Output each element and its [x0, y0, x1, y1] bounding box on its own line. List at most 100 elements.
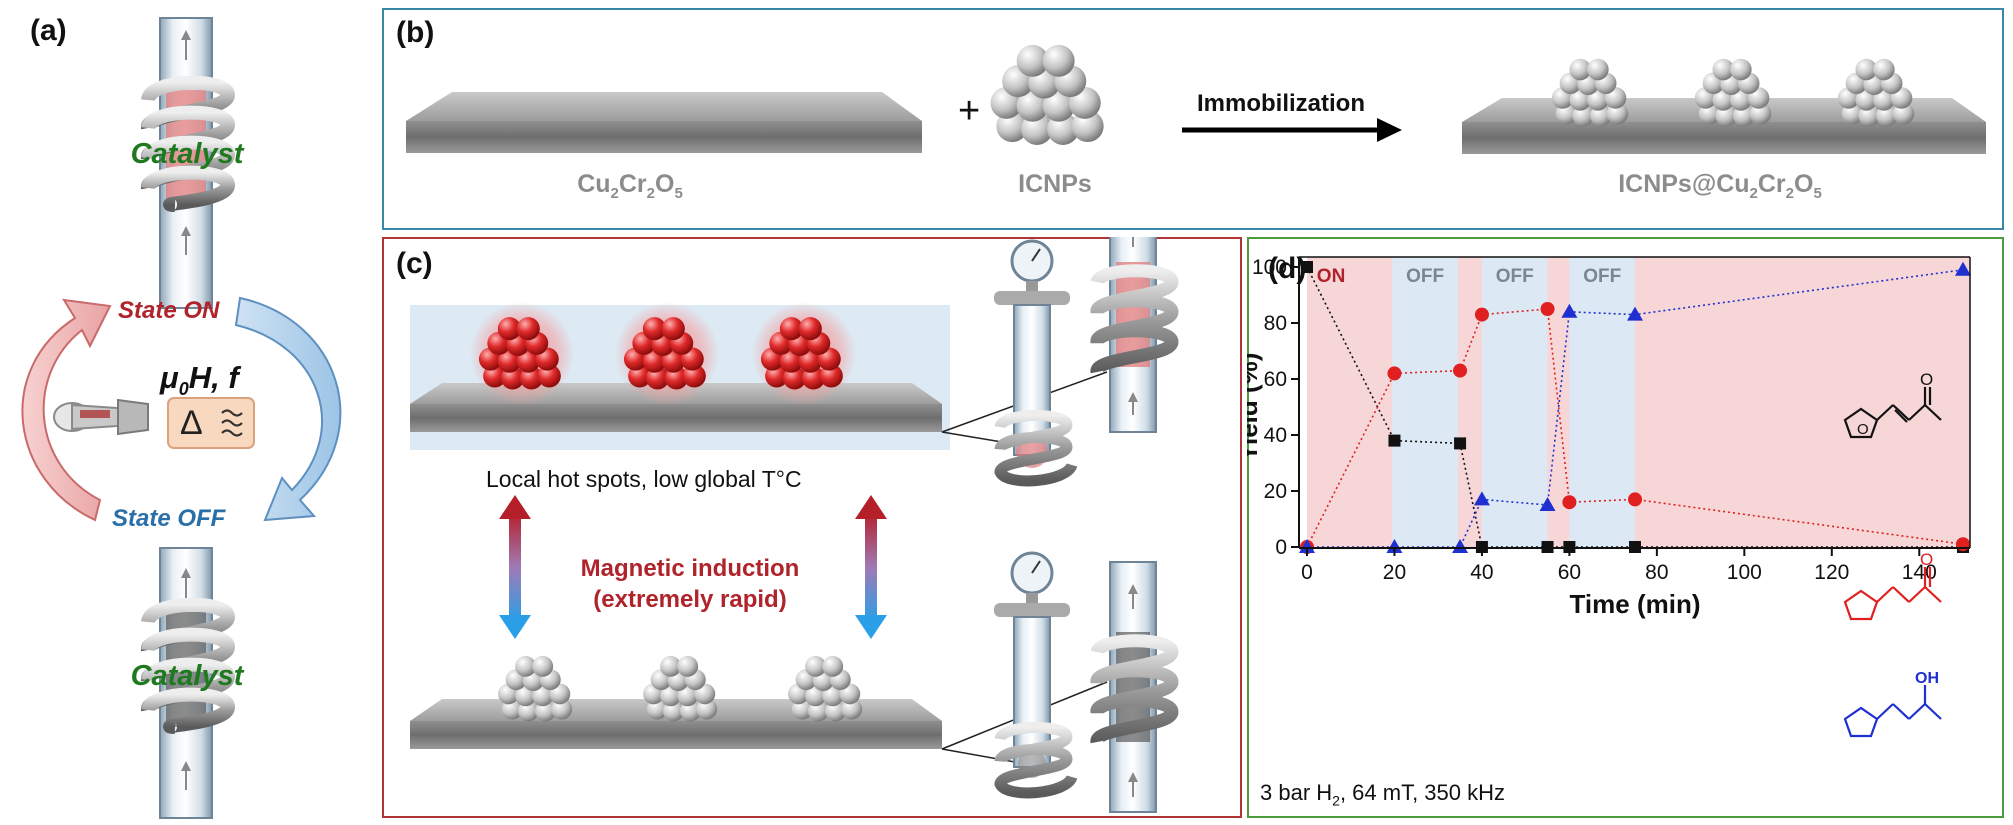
band-labels: ON OFF OFF OFF: [1317, 266, 1621, 287]
heat-wave-icon: [221, 409, 243, 437]
hot-nanoparticle-icon: [752, 302, 856, 406]
data-point-square: [1388, 434, 1401, 447]
data-point-circle: [1453, 363, 1468, 378]
reactor-closeup-cold-icon: [1090, 561, 1179, 813]
series-connectors: [1306, 266, 1964, 548]
data-point-triangle: [1299, 539, 1315, 553]
legend-molecule-alcohol: [1843, 685, 1942, 738]
icnps-label: ICNPs: [1018, 170, 1092, 198]
band-label-off: OFF: [1583, 266, 1621, 287]
data-point-circle: [1562, 495, 1577, 510]
reactor-gauge-icon: [994, 239, 1078, 487]
state-off-label: State OFF: [112, 505, 226, 532]
data-point-triangle: [1627, 306, 1643, 321]
reactor-closeup-hot-icon: [1090, 237, 1179, 433]
catalyst-label-top: Catalyst: [130, 138, 244, 170]
legend-molecule-alcohol-oh: OH: [1915, 670, 1939, 687]
data-point-circle: [1540, 302, 1555, 316]
field-label: μ0H, f: [160, 360, 239, 400]
panel-c-frame: [382, 237, 1242, 818]
switch-arrow-icon: [499, 495, 531, 639]
heater-box-icon: [167, 397, 255, 449]
data-point-triangle: [1473, 491, 1490, 506]
x-tick-label: 100: [1727, 561, 1762, 584]
heat-delta-symbol: Δ: [180, 404, 203, 442]
data-point-triangle: [1452, 539, 1469, 553]
panel-b-frame: [382, 8, 2004, 230]
legend-molecule-ketone: [1843, 567, 1942, 621]
state-on-label: State ON: [118, 297, 220, 324]
y-tick-label: 20: [1264, 480, 1287, 503]
y-axis-label: Yield (%): [1247, 353, 1263, 462]
data-point-circle: [1387, 366, 1402, 381]
conditions-caption: 3 bar H2, 64 mT, 350 kHz: [1260, 780, 1506, 809]
cold-slab-icon: [410, 655, 942, 749]
data-point-circle: [1628, 492, 1642, 507]
hot-spots-caption: Local hot spots, low global T°C: [486, 466, 802, 492]
catalyst-label-bottom: Catalyst: [130, 660, 244, 692]
panel-c-label: (c): [396, 247, 433, 280]
x-tick-label: 60: [1558, 561, 1581, 584]
panel-a-label: (a): [30, 14, 67, 47]
series-connector: [1307, 269, 1964, 548]
series-connector: [1306, 266, 1963, 548]
band-label-on: ON: [1317, 266, 1346, 287]
switch-arrow-icon: [855, 495, 887, 639]
y-tick-label: 0: [1275, 536, 1287, 559]
series-markers: [1299, 261, 1971, 554]
x-tick-label: 80: [1645, 561, 1668, 584]
legend-molecule-ketone-o: O: [1920, 550, 1933, 569]
induction-line-2: (extremely rapid): [593, 586, 787, 613]
x-tick-label: 140: [1902, 561, 1937, 584]
y-tick-label: 100: [1252, 256, 1287, 279]
y-tick-label: 80: [1264, 312, 1287, 335]
data-point-triangle: [1955, 261, 1971, 276]
band-label-off: OFF: [1406, 266, 1444, 287]
x-axis-label: Time (min): [1570, 589, 1701, 619]
plus-sign: +: [958, 90, 981, 132]
data-point-triangle: [1386, 539, 1403, 553]
hot-nanoparticle-icon: [470, 302, 574, 406]
induction-line-1: Magnetic induction: [580, 555, 800, 582]
x-tick-label: 0: [1301, 561, 1313, 584]
x-tick-label: 20: [1383, 561, 1406, 584]
induction-caption: Magnetic induction (extremely rapid): [540, 553, 840, 615]
panel-b-art: [406, 44, 1986, 154]
reactor-tube-top: [141, 17, 236, 309]
data-point-triangle: [1539, 497, 1556, 511]
panel-c-art: [410, 237, 1179, 813]
reactor-tube-bottom: [141, 547, 236, 819]
off-band: [1392, 257, 1458, 547]
data-point-triangle: [1561, 303, 1578, 318]
support-slab-icon: [406, 92, 922, 153]
composite-slab-icon: [1462, 58, 1986, 154]
reactor-gauge-icon: [994, 551, 1078, 799]
data-point-square: [1454, 437, 1467, 450]
off-cycle-arrow-icon: [234, 296, 342, 522]
data-point-square: [1301, 261, 1313, 273]
data-point-circle: [1956, 537, 1970, 552]
legend-molecule-enone-o-ring: O: [1857, 421, 1869, 438]
panel-d-frame: [1247, 237, 2004, 818]
series-connector: [1306, 308, 1964, 548]
composite-label: ICNPs@Cu2Cr2O5: [1618, 170, 1822, 202]
off-band: [1481, 257, 1548, 547]
x-tick-label: 40: [1470, 561, 1493, 584]
nanoparticle-cluster-icon: [990, 44, 1104, 145]
toggle-switch-icon: [53, 398, 149, 436]
support-label: Cu2Cr2O5: [577, 170, 683, 202]
legend-molecule-enone: [1843, 387, 1942, 439]
y-tick-label: 60: [1264, 368, 1287, 391]
immobilization-label: Immobilization: [1197, 90, 1365, 117]
on-cycle-arrow-icon: [21, 298, 112, 522]
off-band: [1569, 257, 1635, 547]
data-point-circle: [1474, 307, 1489, 322]
x-tick-label: 120: [1814, 561, 1849, 584]
legend-molecule-enone-o-keto: O: [1920, 370, 1933, 389]
panel-b-label: (b): [396, 16, 435, 49]
panel-a-art: [21, 17, 342, 819]
hot-nanoparticle-icon: [615, 302, 719, 406]
band-label-off: OFF: [1496, 266, 1534, 287]
